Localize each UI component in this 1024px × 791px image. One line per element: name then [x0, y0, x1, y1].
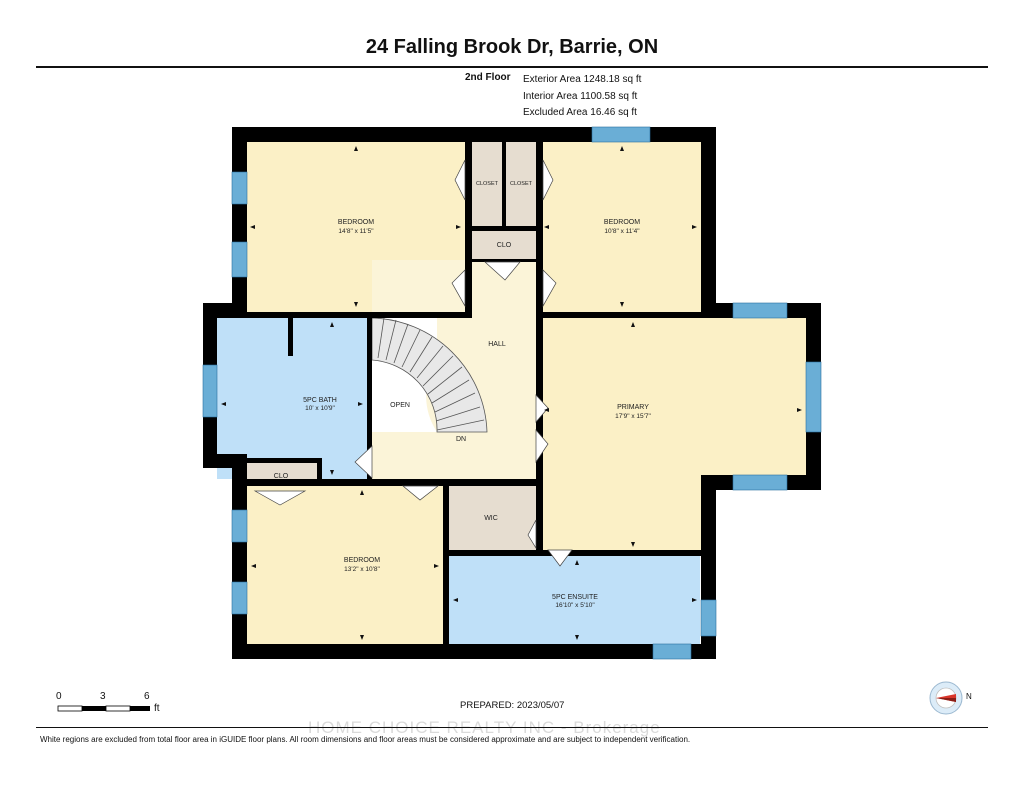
bedroom-nw-dims: 14'8" x 11'5" — [338, 228, 374, 235]
footer-divider — [36, 727, 988, 728]
ensuite-dims: 16'10" x 5'10" — [555, 602, 595, 609]
excluded-area: Excluded Area 16.46 sq ft — [523, 107, 637, 118]
area-summary: Exterior Area 1248.18 sq ft Interior Are… — [523, 72, 641, 122]
windows — [202, 126, 822, 660]
hall-label: HALL — [488, 341, 506, 348]
door-swings — [253, 159, 573, 567]
scale-tick-0: 0 — [56, 691, 62, 702]
exterior-area: Exterior Area 1248.18 sq ft — [523, 74, 642, 85]
scale-bar — [57, 705, 150, 712]
clo-sw-label: CLO — [274, 473, 289, 480]
bedroom-ne-label: BEDROOM — [604, 219, 640, 226]
clo-center-fill — [472, 231, 536, 259]
title-divider — [36, 66, 988, 68]
staircase — [371, 317, 488, 433]
bedroom-ne-fill — [540, 142, 701, 312]
floor-label: 2nd Floor — [465, 72, 511, 83]
bedroom-sw-label: BEDROOM — [344, 557, 380, 564]
bedroom-nw-label: BEDROOM — [338, 219, 374, 226]
bath-label: 5PC BATH — [303, 397, 337, 404]
plan-title: 24 Falling Brook Dr, Barrie, ON — [365, 36, 659, 58]
footnote: White regions are excluded from total fl… — [40, 735, 691, 744]
ensuite-label: 5PC ENSUITE — [552, 594, 598, 601]
scale-tick-6: 6 — [144, 691, 150, 702]
bedroom-ne-dims: 10'8" x 11'4" — [604, 228, 640, 235]
dimension-arrows — [221, 146, 802, 640]
scale-unit: ft — [154, 703, 160, 714]
compass-north-label: N — [966, 692, 972, 701]
wic-fill — [449, 486, 536, 550]
wic-label: WIC — [484, 515, 498, 522]
ensuite-fill — [449, 556, 700, 644]
closet-left-fill — [472, 142, 502, 226]
primary-lower-fill — [540, 475, 701, 551]
closet-left-label: CLOSET — [476, 181, 499, 187]
closet-right-label: CLOSET — [510, 181, 533, 187]
prepared-date: PREPARED: 2023/05/07 — [460, 700, 565, 711]
primary-label: PRIMARY — [617, 404, 649, 411]
primary-dims: 17'9" x 15'7" — [615, 413, 651, 420]
bath-dims: 10' x 10'9" — [305, 405, 335, 412]
closet-right-fill — [506, 142, 536, 226]
primary-fill — [540, 318, 806, 475]
open-label: OPEN — [390, 402, 410, 409]
stairs-dn-label: DN — [456, 436, 466, 443]
interior-area: Interior Area 1100.58 sq ft — [523, 90, 638, 102]
bedroom-sw-dims: 13'2" x 10'8" — [344, 566, 380, 573]
scale-tick-3: 3 — [100, 691, 106, 702]
compass-icon — [928, 680, 964, 716]
bedroom-sw-fill — [247, 486, 443, 644]
clo-center-label: CLO — [497, 242, 512, 249]
